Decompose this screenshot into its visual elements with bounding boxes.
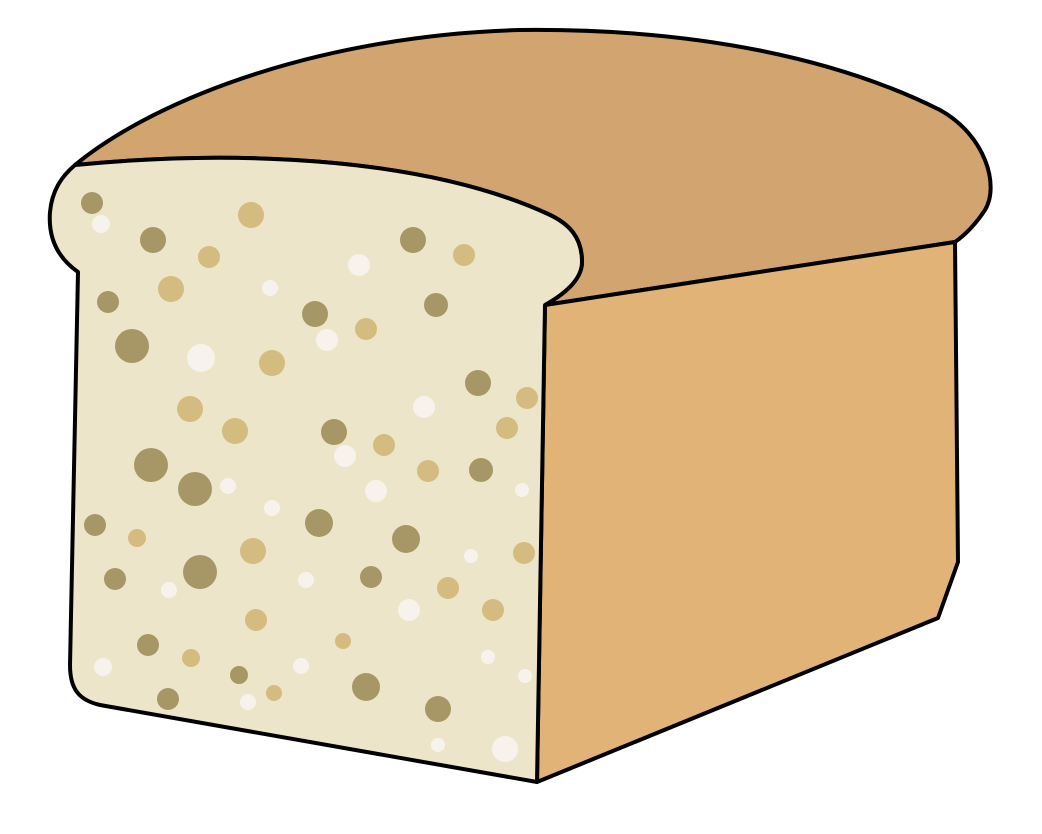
crumb-speck xyxy=(431,738,445,752)
crumb-speck xyxy=(198,246,220,268)
crumb-speck xyxy=(187,344,215,372)
crumb-speck xyxy=(518,669,532,683)
crumb-speck xyxy=(81,192,103,214)
crumb-speck xyxy=(178,472,212,506)
crumb-speck xyxy=(321,419,347,445)
crumb-speck xyxy=(316,329,338,351)
crumb-speck xyxy=(115,329,149,363)
crumb-speck xyxy=(298,572,314,588)
crumb-speck xyxy=(392,525,420,553)
crumb-speck xyxy=(264,500,280,516)
crumb-speck xyxy=(302,301,328,327)
crumb-speck xyxy=(360,566,382,588)
crumb-speck xyxy=(238,202,264,228)
crumb-speck xyxy=(245,609,267,631)
crumb-speck xyxy=(516,387,538,409)
crumb-speck xyxy=(128,529,146,547)
crumb-speck xyxy=(464,549,478,563)
crumb-speck xyxy=(373,434,395,456)
crumb-speck xyxy=(400,227,426,253)
crumb-speck xyxy=(92,215,110,233)
crumb-speck xyxy=(425,696,451,722)
crumb-speck xyxy=(334,445,356,467)
crumb-speck xyxy=(134,448,168,482)
crumb-speck xyxy=(492,736,518,762)
crumb-speck xyxy=(413,396,435,418)
crumb-speck xyxy=(137,634,159,656)
crumb-speck xyxy=(469,458,493,482)
crumb-speck xyxy=(94,658,112,676)
crumb-speck xyxy=(482,599,504,621)
crumb-speck xyxy=(84,514,106,536)
crumb-speck xyxy=(424,293,448,317)
crumb-speck xyxy=(220,478,236,494)
crumb-speck xyxy=(183,555,217,589)
crumb-speck xyxy=(140,227,166,253)
crumb-speck xyxy=(355,318,377,340)
crumb-speck xyxy=(182,649,200,667)
crumb-speck xyxy=(293,658,309,674)
crumb-speck xyxy=(352,673,380,701)
bread-slice-face xyxy=(47,155,584,784)
crumb-speck xyxy=(157,688,179,710)
crumb-speck xyxy=(259,350,285,376)
crumb-speck xyxy=(515,483,529,497)
crumb-speck xyxy=(97,291,119,313)
crumb-speck xyxy=(240,538,266,564)
bread-crust-side xyxy=(535,240,960,784)
crumb-speck xyxy=(417,460,439,482)
crumb-speck xyxy=(240,694,256,710)
crumb-speck xyxy=(305,509,333,537)
crumb-speck xyxy=(481,650,495,664)
crumb-speck xyxy=(453,244,475,266)
crumb-speck xyxy=(398,599,420,621)
crumb-speck xyxy=(335,633,351,649)
crumb-speck xyxy=(266,685,282,701)
crumb-speck xyxy=(348,254,370,276)
crumb-speck xyxy=(222,418,248,444)
crumb-speck xyxy=(465,370,491,396)
crumb-speck xyxy=(104,568,126,590)
crumb-speck xyxy=(158,276,184,302)
crumb-speck xyxy=(262,280,278,296)
crumb-speck xyxy=(365,480,387,502)
crumb-specks xyxy=(81,192,538,762)
crumb-speck xyxy=(437,577,459,599)
crumb-speck xyxy=(161,582,177,598)
crumb-speck xyxy=(496,417,518,439)
crumb-speck xyxy=(513,542,535,564)
crumb-speck xyxy=(177,396,203,422)
crumb-speck xyxy=(230,666,248,684)
